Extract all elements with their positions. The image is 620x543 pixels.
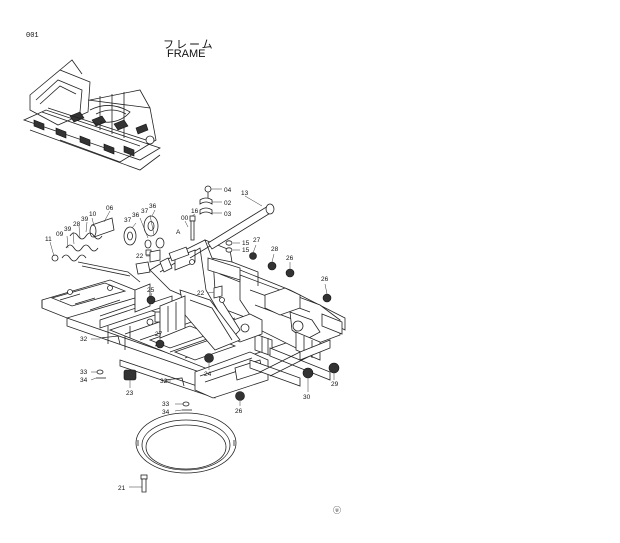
part-label-15-b: 15 bbox=[242, 247, 250, 254]
part-label-26-b: 26 bbox=[321, 276, 329, 283]
part-label-06: 06 bbox=[106, 205, 114, 212]
nut-15 bbox=[225, 240, 233, 253]
part-label-22-a: 22 bbox=[136, 253, 144, 260]
bolt-16 bbox=[189, 215, 196, 241]
washer-37 bbox=[123, 226, 137, 246]
part-label-28-a: 28 bbox=[73, 221, 81, 228]
part-label-04: 04 bbox=[224, 187, 232, 194]
part-label-25: 25 bbox=[147, 287, 155, 294]
part-label-A: A bbox=[176, 229, 181, 236]
part-label-24: 24 bbox=[204, 371, 212, 378]
part-label-00: 00 bbox=[181, 215, 189, 222]
part-number-labels: 04 02 03 13 16 00 36 37 36 37 06 10 39 2… bbox=[45, 187, 339, 492]
title-english: FRAME bbox=[167, 48, 206, 60]
swing-bearing-ring bbox=[135, 412, 237, 474]
bracket-22 bbox=[149, 249, 223, 299]
part-label-28-b: 28 bbox=[271, 246, 279, 253]
part-label-26-c: 26 bbox=[235, 408, 243, 415]
part-label-36: 36 bbox=[149, 203, 157, 210]
part-label-27-top: 27 bbox=[253, 237, 261, 244]
part-label-15-a: 15 bbox=[242, 240, 250, 247]
mount-25 bbox=[146, 295, 156, 305]
part-label-37-top: 37 bbox=[141, 208, 149, 215]
clip-33-34 bbox=[96, 369, 192, 411]
pin-32 bbox=[99, 335, 185, 387]
part-label-27-bottom: 27 bbox=[155, 331, 163, 338]
part-label-29: 29 bbox=[331, 381, 339, 388]
mount-29 bbox=[328, 362, 340, 374]
boom-foot-bracket bbox=[134, 239, 259, 351]
title-japanese: フレーム bbox=[163, 38, 215, 51]
part-label-22-b: 22 bbox=[197, 290, 205, 297]
part-label-34-b: 34 bbox=[162, 409, 170, 416]
pin-06 bbox=[89, 217, 115, 238]
part-label-11: 11 bbox=[45, 236, 52, 243]
rod-to-frame bbox=[77, 249, 152, 283]
part-label-26-a: 26 bbox=[286, 255, 294, 262]
footer-mark: ⓤ bbox=[333, 506, 341, 515]
washers-36-37-lower bbox=[144, 237, 165, 249]
mount-28 bbox=[267, 261, 277, 271]
part-label-10: 10 bbox=[89, 211, 97, 218]
part-label-32-a: 32 bbox=[80, 336, 88, 343]
washer-36 bbox=[143, 215, 159, 237]
part-label-09: 09 bbox=[56, 231, 64, 238]
mount-26 bbox=[235, 268, 332, 401]
part-label-30: 30 bbox=[303, 394, 311, 401]
part-label-36-left: 36 bbox=[132, 212, 140, 219]
part-label-34-a: 34 bbox=[80, 377, 88, 384]
mount-27 bbox=[155, 252, 257, 349]
frame-right-section bbox=[219, 261, 346, 387]
part-label-39-a: 39 bbox=[81, 216, 89, 223]
spring-39 bbox=[51, 232, 103, 262]
part-label-23: 23 bbox=[126, 390, 134, 397]
rubber-mount-23 bbox=[123, 369, 137, 381]
part-label-21: 21 bbox=[118, 485, 126, 492]
part-label-33-a: 33 bbox=[80, 369, 88, 376]
leader-lines bbox=[49, 188, 335, 488]
boom-pin-13 bbox=[189, 203, 275, 259]
part-label-32-b: 32 bbox=[160, 378, 168, 385]
part-label-37-left: 37 bbox=[124, 217, 132, 224]
bolt-21 bbox=[140, 474, 148, 493]
part-label-33-b: 33 bbox=[162, 401, 170, 408]
excavator-locator-thumbnail bbox=[22, 59, 161, 171]
part-label-13: 13 bbox=[241, 190, 249, 197]
part-label-02: 02 bbox=[224, 200, 232, 207]
shims-02-03 bbox=[199, 185, 213, 215]
part-label-03: 03 bbox=[224, 211, 232, 218]
mount-30 bbox=[302, 367, 314, 379]
part-label-16: 16 bbox=[191, 208, 199, 215]
part-label-39-b: 39 bbox=[64, 226, 72, 233]
page-code: 001 bbox=[26, 32, 39, 40]
mount-24 bbox=[204, 353, 214, 363]
